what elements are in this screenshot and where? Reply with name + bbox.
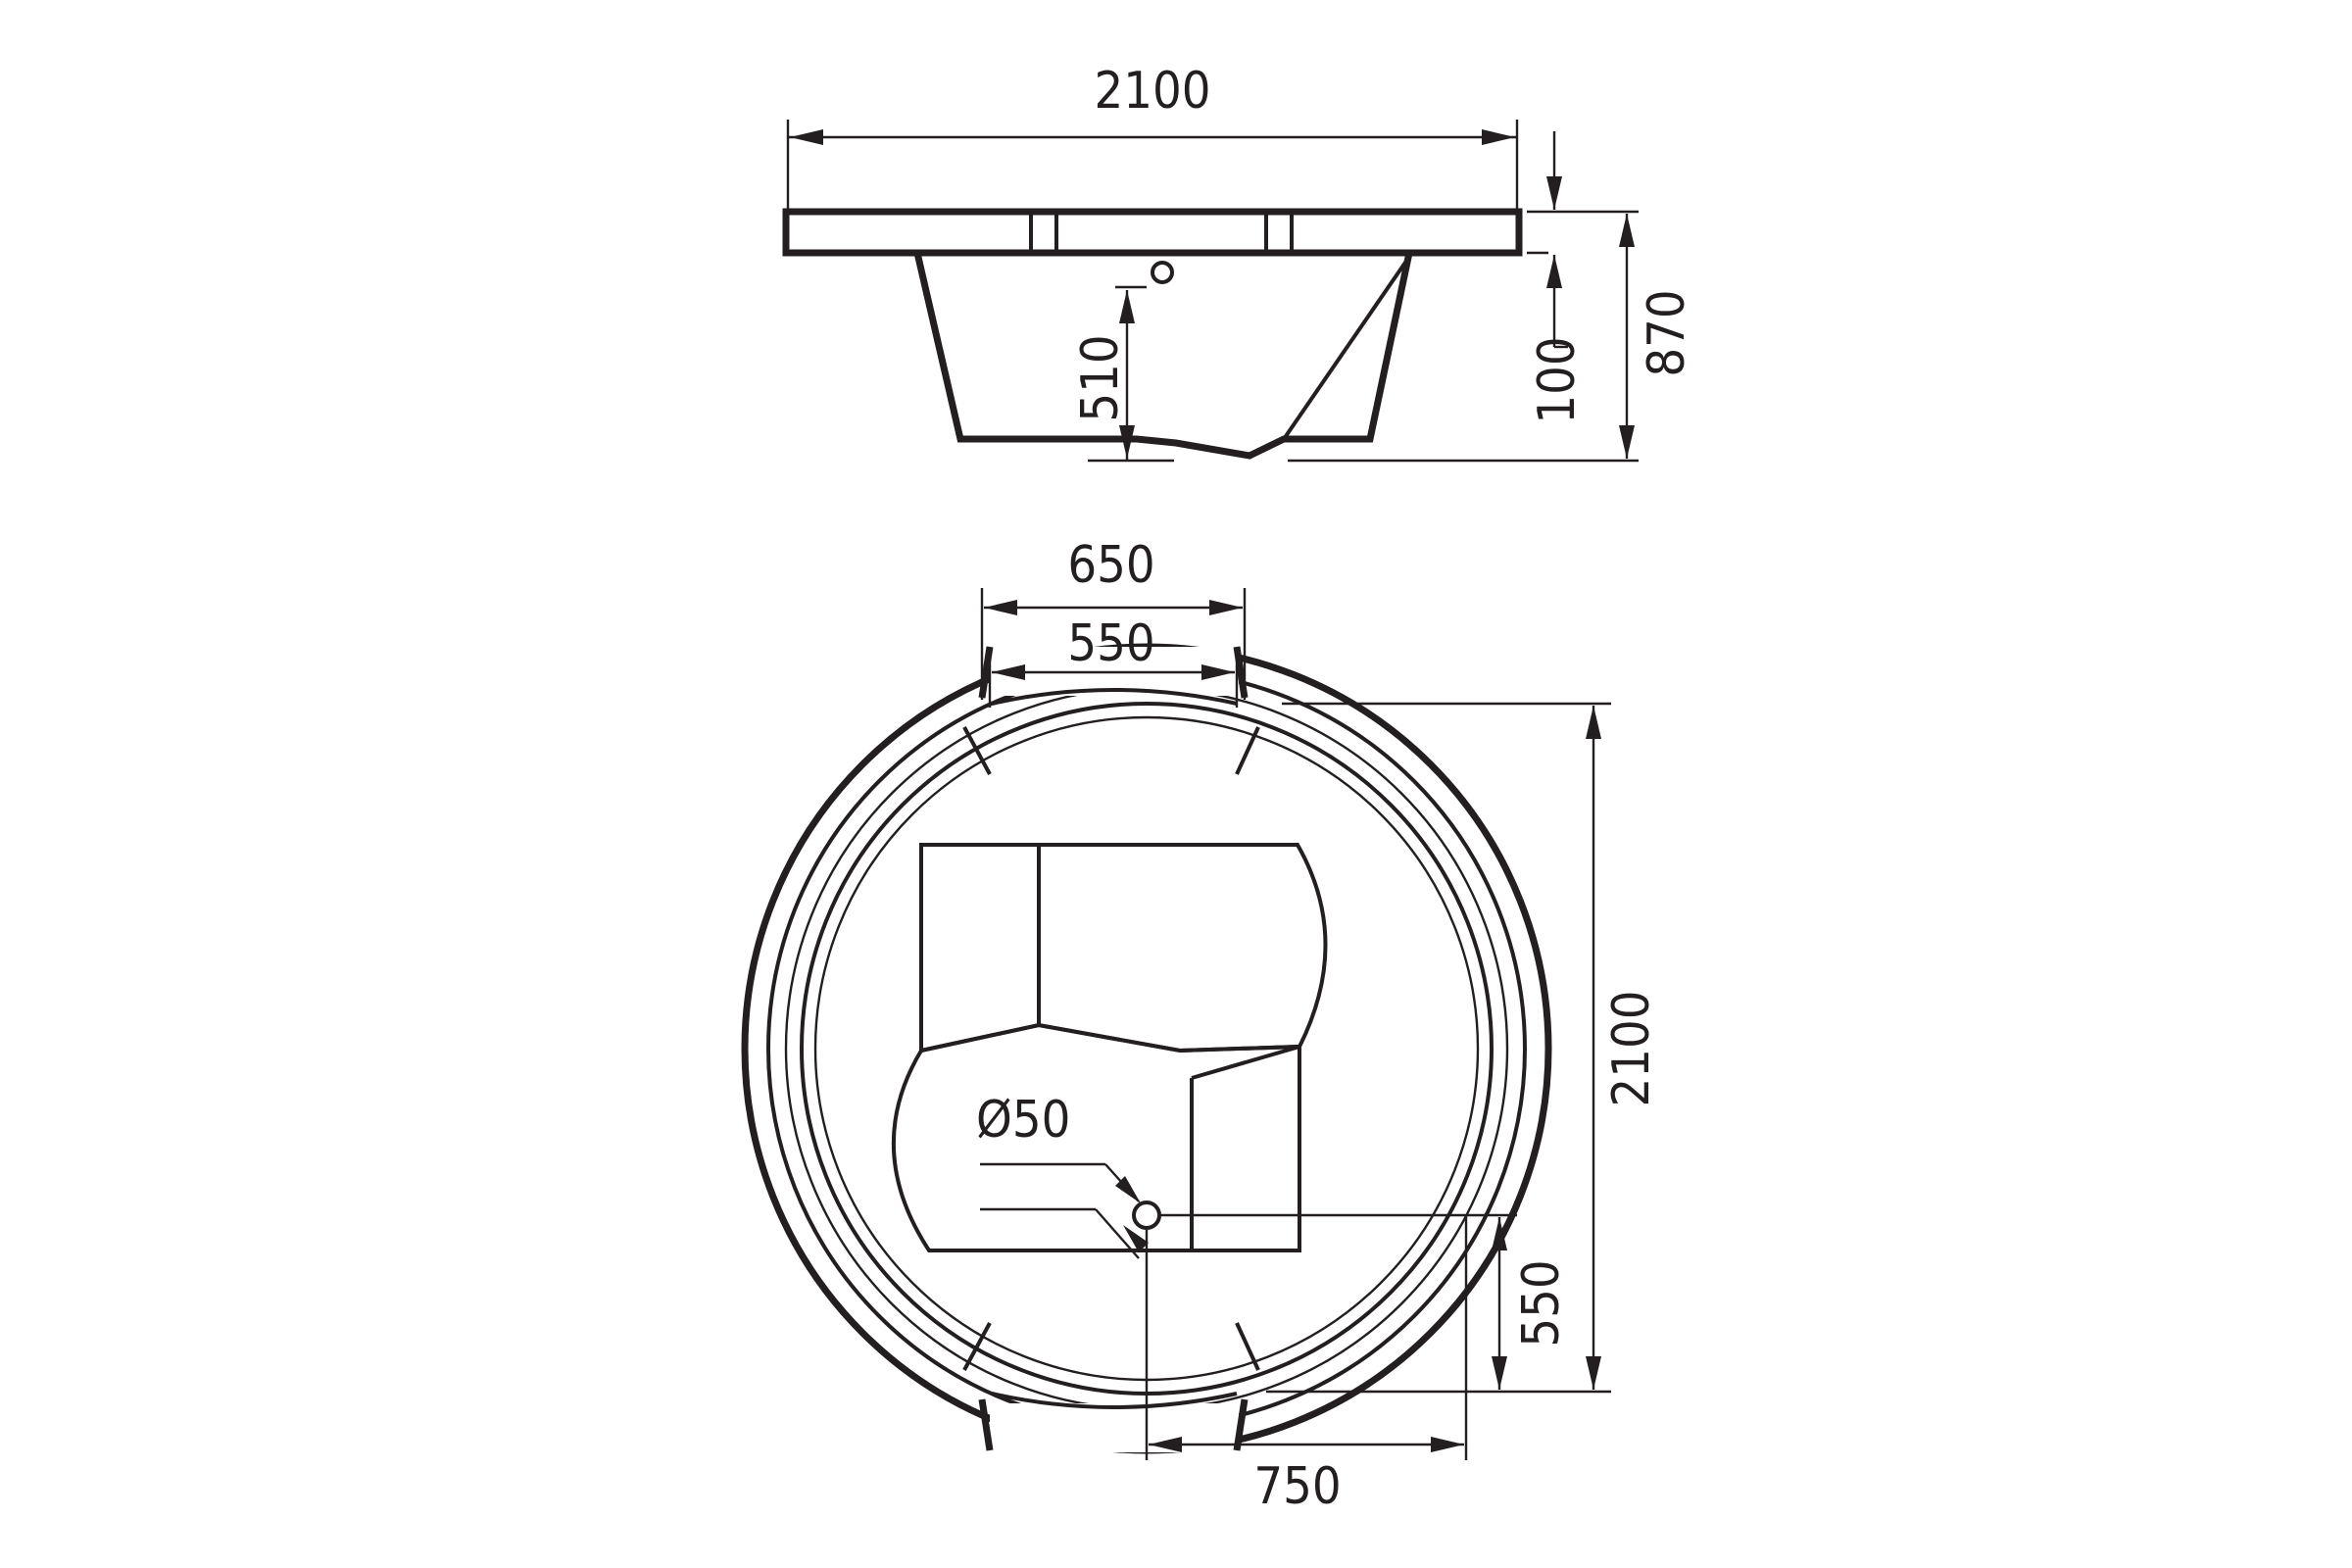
- overflow-icon: [1151, 261, 1174, 284]
- seat-outer-width-label: 650: [1067, 536, 1154, 595]
- seat-lower: [892, 1022, 1301, 1252]
- rim-post-left: [1029, 210, 1058, 255]
- drain-icon: [1132, 1200, 1161, 1230]
- dimension-overall-width: 2100: [786, 62, 1519, 210]
- rim-gap-2: [1235, 726, 1260, 775]
- rim-gap-4: [1235, 1322, 1260, 1371]
- rim-thickness-label: 100: [1528, 336, 1587, 423]
- dimension-rim-thickness: 100: [1527, 131, 1639, 424]
- dimension-overall-height: 870: [1288, 214, 1696, 463]
- rim-post-right: [1264, 210, 1294, 255]
- dimension-overall-diameter: 2100: [1266, 702, 1661, 1394]
- overall-width-label: 2100: [1094, 62, 1210, 121]
- dimension-seat-inner-width: 550: [988, 614, 1239, 708]
- dimension-drain-offset-horizontal: 750: [1145, 1215, 1468, 1516]
- seat-upper: [919, 843, 1328, 1054]
- seat-inner-width-label: 550: [1067, 614, 1154, 673]
- drain-height-label: 510: [1071, 334, 1130, 421]
- overall-height-label: 870: [1638, 289, 1696, 376]
- rim-gap-1: [962, 726, 992, 775]
- dimension-drain-offset-vertical: 550: [1160, 1213, 1571, 1390]
- top-view: Ø50 650 550 2100: [741, 536, 1661, 1516]
- dimension-seat-outer-width: 650: [980, 536, 1247, 700]
- dimension-drain-height: 510: [1071, 285, 1174, 463]
- drain-offset-vertical-label: 550: [1512, 1259, 1571, 1347]
- seat-diagonal: [1282, 255, 1411, 441]
- overall-diameter-label: 2100: [1602, 990, 1661, 1106]
- side-view: 2100 510 100 87: [782, 62, 1696, 463]
- drain-diameter-callout: Ø50: [976, 1091, 1149, 1259]
- drain-diameter-label: Ø50: [976, 1091, 1070, 1150]
- rim-gap-3: [962, 1322, 992, 1371]
- tub-rim: [782, 208, 1523, 257]
- drain-offset-horizontal-label: 750: [1253, 1457, 1341, 1516]
- tub-basin: [913, 252, 1413, 460]
